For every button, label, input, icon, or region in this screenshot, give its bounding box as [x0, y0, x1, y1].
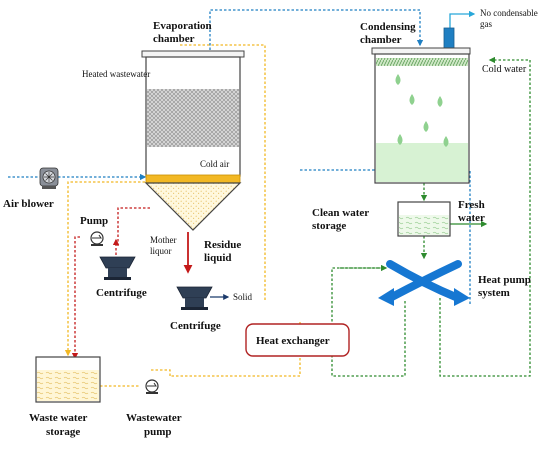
droplet: [395, 74, 401, 85]
droplet: [443, 136, 449, 147]
evaporation-chamber-cone: [144, 182, 242, 231]
waste-water-level: [37, 370, 99, 401]
no-condensable-gas-label-2: gas: [480, 19, 492, 29]
gas-outlet-line: [449, 10, 476, 28]
condensing-chamber-label-2: chamber: [360, 34, 402, 46]
centrifuge-bottom: [176, 286, 213, 310]
green-heatpump-loop-left: [331, 267, 406, 377]
condensing-chamber-lid: [371, 47, 471, 55]
clean-water-storage: [397, 201, 451, 237]
text-labels: Evaporation chamber Heated wastewater Co…: [3, 8, 538, 438]
gas-outlet-pipe: [443, 27, 455, 49]
cold-water-label: Cold water: [482, 64, 527, 75]
solid-label: Solid: [233, 292, 253, 302]
fresh-water-label: Fresh: [458, 199, 485, 211]
air-blower: [39, 167, 59, 189]
red-mother-liquor: [117, 207, 150, 248]
centrifuge-bottom-body: [185, 298, 204, 307]
condensing-chamber-label: Condensing: [360, 21, 416, 33]
fresh-water-label-2: water: [458, 212, 485, 224]
wastewater-pump-base: [146, 392, 158, 394]
clean-water-level: [399, 215, 449, 235]
pump-label: Pump: [80, 215, 108, 227]
heat-exchanger-box: [245, 323, 350, 357]
yellow-flow-top: [180, 44, 266, 300]
wastewater-pump-label: Wastewater: [126, 412, 182, 424]
green-heatpump-right-loop: [439, 56, 531, 377]
yellow-flow-to-chamber: [150, 369, 171, 376]
blue-return-to-blower: [300, 169, 471, 305]
clean-water-storage-label: Clean water: [312, 207, 369, 219]
yellow-flow-left-down: [64, 181, 145, 357]
no-condensable-gas-label: No condensable: [480, 8, 538, 18]
residue-liquid-label: Residue: [204, 239, 241, 251]
heat-pump-system: [378, 260, 470, 306]
centrifuge-bottom-label: Centrifuge: [170, 320, 221, 332]
waste-water-storage-label: Waste water: [29, 412, 87, 424]
heat-exchanger-label: Heat exchanger: [256, 335, 330, 347]
heat-pump-arrowhead-right: [454, 288, 470, 306]
condensed-water-layer: [376, 143, 468, 182]
centrifuge-bottom-base: [181, 307, 208, 310]
residue-liquid-label-2: liquid: [204, 252, 232, 264]
evaporation-air-distributor: [145, 174, 241, 184]
wastewater-pump: [145, 379, 159, 394]
water-droplets: [395, 74, 449, 147]
pump-icon-base: [91, 244, 103, 246]
cold-air-label: Cold air: [200, 159, 229, 169]
clean-water-storage-label-2: storage: [312, 220, 346, 232]
centrifuge-left: [99, 256, 136, 280]
cold-water-spray-layer: [376, 58, 468, 66]
mother-liquor-label: Mother: [150, 235, 177, 245]
centrifuge-bottom-hopper: [176, 286, 213, 299]
centrifuge-left-label: Centrifuge: [96, 287, 147, 299]
heat-pump-x-arrow-2: [386, 260, 462, 302]
pump-icon-impeller: [92, 234, 102, 239]
wastewater-pump-impeller: [147, 382, 157, 387]
air-blower-label: Air blower: [3, 198, 54, 210]
evaporation-chamber: [141, 50, 245, 231]
droplet: [409, 94, 415, 105]
waste-water-storage: [35, 356, 101, 403]
droplet: [397, 134, 403, 145]
heated-wastewater-label: Heated wastewater: [82, 69, 150, 79]
evaporation-chamber-label: Evaporation: [153, 20, 212, 32]
red-pump-line: [71, 236, 80, 360]
heat-pump-system-label-2: system: [478, 287, 510, 299]
pump-top: [90, 231, 104, 246]
waste-water-storage-label-2: storage: [46, 426, 80, 438]
air-blower-stand: [42, 186, 56, 189]
evaporation-chamber-lid: [141, 50, 245, 58]
evaporation-packing-media: [147, 89, 239, 147]
droplet: [423, 121, 429, 132]
wastewater-pump-label-2: pump: [144, 426, 172, 438]
evaporation-chamber-label-2: chamber: [153, 33, 195, 45]
mother-liquor-label-2: liquor: [150, 246, 172, 256]
centrifuge-left-base: [104, 277, 131, 280]
heat-exchanger: [245, 323, 350, 357]
droplet: [437, 96, 443, 107]
centrifuge-left-hopper: [99, 256, 136, 269]
centrifuge-left-body: [108, 268, 127, 277]
fan-blades-icon: [44, 172, 54, 182]
heat-pump-arrowhead-left: [378, 288, 394, 306]
blue-top-loop: [209, 9, 424, 50]
heat-pump-system-label: Heat pump: [478, 274, 531, 286]
condensing-chamber: [371, 27, 471, 184]
